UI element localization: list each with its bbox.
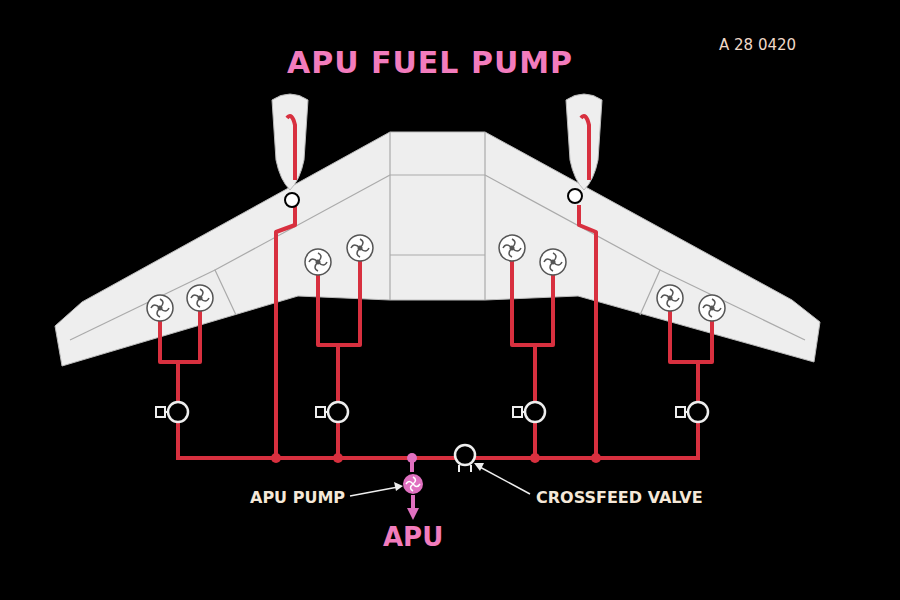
part-label: APU [383,522,443,552]
crossfeed-valve [455,445,475,472]
part-label: APU PUMP [250,488,345,507]
figure-number: A 28 0420 [719,36,796,54]
boost-pumps [147,235,725,321]
tank-valves [156,402,708,422]
wing-panel-lines [70,132,805,340]
engine-valve [568,189,582,203]
diagram-title: APU FUEL PUMP [287,45,573,80]
engine-valve [285,193,299,207]
engine-pods [272,94,602,190]
wing [55,132,820,366]
apu-branch [403,453,423,520]
part-label: CROSSFEED VALVE [536,488,703,507]
junction-dots [271,453,601,463]
fuel-lines [160,205,712,458]
leader-lines [350,463,530,496]
